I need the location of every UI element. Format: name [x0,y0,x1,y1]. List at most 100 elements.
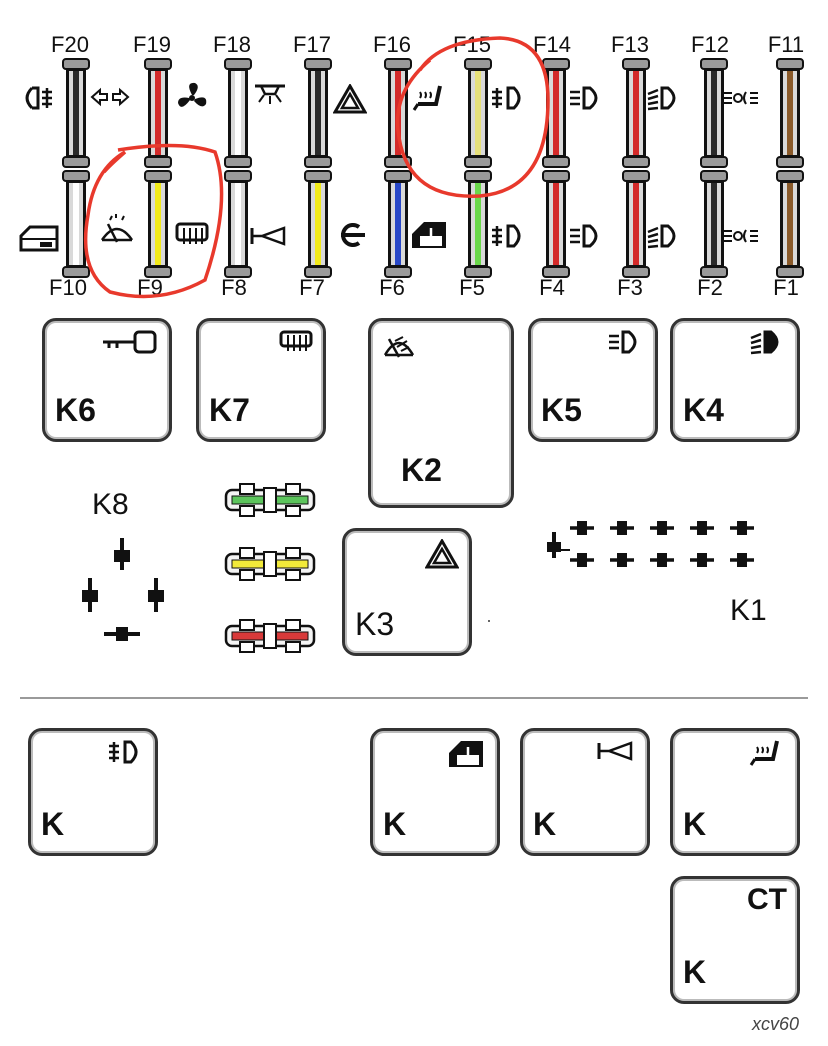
fuse-label-f7: F7 [299,275,325,300]
fuse-label-f3: F3 [617,275,643,300]
parking-light-icon-2 [722,224,762,254]
hazard-warning-icon [332,82,368,120]
relay-k-horn-label: K [533,806,557,842]
fuse-f10 [62,170,90,278]
fuse-element [235,71,241,155]
stray-dot [488,620,490,622]
k1-pin [610,553,634,567]
relay-k7: K7 [196,318,326,442]
hazard-icon [424,537,460,574]
rear-fog-icon [18,84,58,118]
heated-seat-icon [747,739,787,774]
fuse-element [711,183,717,265]
k8-pin-top [114,538,130,570]
relay-k8-label: K8 [92,488,129,521]
k8-pin-bottom [104,627,140,641]
fuse-cap [384,58,412,70]
relay-k-window-label: K [383,806,407,842]
fuse-cap [700,58,728,70]
k1-pin [690,553,714,567]
fuse-label-f6: F6 [379,275,405,300]
fuse-label-f18: F18 [213,32,251,57]
high-beam-icon-2 [644,222,684,256]
fuse-element [553,183,559,265]
fuse-cap [144,266,172,278]
section-divider [20,697,808,699]
k1-pin [730,521,754,535]
fuse-element [315,183,321,265]
fuse-f9 [144,170,172,278]
fog-light-icon [488,84,528,118]
fuse-cap [304,266,332,278]
relay-k5-label: K5 [541,392,582,428]
fuse-cap [542,170,570,182]
k1-pin [730,553,754,567]
power-socket-icon [332,220,368,256]
heated-seat-icon [410,84,450,120]
fuse-cap [384,170,412,182]
fuse-element [73,71,79,155]
k1-ground-pin [547,532,570,558]
fuse-cap [464,58,492,70]
fuse-cap [622,156,650,168]
k1-pin [650,553,674,567]
fuse-f18 [224,58,252,168]
fuse-f12 [700,58,728,168]
fuse-f2 [700,170,728,278]
rear-defrost-icon [172,220,212,254]
fuse-element [787,71,793,155]
fuse-cap [62,156,90,168]
fuse-f6 [384,170,412,278]
low-beam-icon [605,329,645,360]
fuse-label-f10: F10 [49,275,87,300]
fuse-cap [542,266,570,278]
fuse-label-f14: F14 [533,32,571,57]
fuse-element [633,183,639,265]
fuse-label-f1: F1 [773,275,799,300]
power-window-icon [447,739,487,774]
relay-k3-label: K3 [355,606,395,642]
fuse-f7 [304,170,332,278]
high-beam-icon [747,329,787,360]
fuse-cap [224,266,252,278]
fuse-cap [700,156,728,168]
relay-k4: K4 [670,318,800,442]
fuse-cap [622,170,650,182]
fuse-element [553,71,559,155]
fuse-cap [224,156,252,168]
k8-pin-right [148,578,164,612]
fuse-f11 [776,58,804,168]
relay-k3: K3 [342,528,472,656]
low-beam-icon-2 [566,222,606,256]
power-window-icon [410,220,450,256]
fuse-cap [304,58,332,70]
relay-k8-pins [82,538,164,641]
fuse-f8 [224,170,252,278]
relay-k2-label: K2 [401,452,442,488]
relay-k-fog-label: K [41,806,65,842]
fuse-f15 [464,58,492,168]
fuse-cap [776,170,804,182]
fuse-element [73,183,79,265]
relay-k-fog: K [28,728,158,856]
fog-light-icon-2 [488,222,528,256]
annotation-circle-f9 [83,143,224,299]
fuse-cap [776,156,804,168]
annotation-overlay [83,36,550,299]
fuse-cap [464,266,492,278]
relay-k-ct-label: K [683,954,707,990]
low-beam-icon [566,84,606,118]
relay-k2: K2 [368,318,514,508]
fuse-label-f4: F4 [539,275,565,300]
fuse-element [633,71,639,155]
fuse-cap [464,170,492,182]
fuse-element [475,71,481,155]
fuse-element [711,71,717,155]
relay-k-ct-toptext: CT [747,883,787,916]
relay-k4-label: K4 [683,392,724,428]
fuse-f1 [776,170,804,278]
fuse-label-f13: F13 [611,32,649,57]
fuse-label-f12: F12 [691,32,729,57]
fuse-cap [700,266,728,278]
fuse-element [155,183,161,265]
